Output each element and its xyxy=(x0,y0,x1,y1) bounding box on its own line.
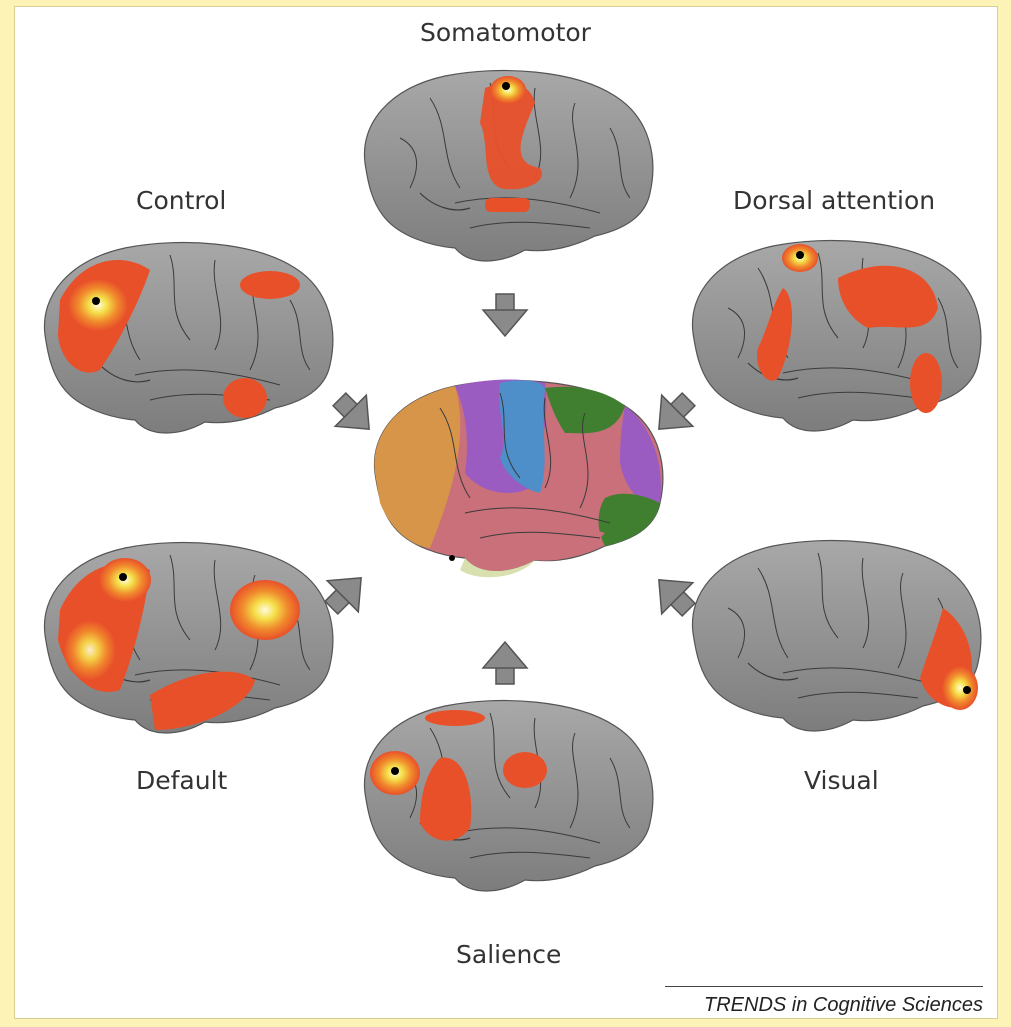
brain-parcellation xyxy=(374,380,662,578)
brain-control xyxy=(44,243,332,433)
arrow-from-control xyxy=(324,384,385,445)
arrow-from-salience xyxy=(483,642,527,684)
credit-text: TRENDS in Cognitive Sciences xyxy=(704,994,983,1017)
brain-dorsal-attention xyxy=(692,241,980,431)
label-somatomotor: Somatomotor xyxy=(420,18,591,47)
brain-salience xyxy=(364,701,652,891)
credit-divider xyxy=(665,986,983,987)
brain-default xyxy=(44,543,332,733)
brain-visual xyxy=(692,541,980,731)
brain-somatomotor xyxy=(364,71,652,261)
arrow-from-somatomotor xyxy=(483,294,527,336)
label-visual: Visual xyxy=(804,766,879,795)
label-default: Default xyxy=(136,766,227,795)
label-dorsal-attention: Dorsal attention xyxy=(733,186,935,215)
label-salience: Salience xyxy=(456,940,561,969)
label-control: Control xyxy=(136,186,226,215)
